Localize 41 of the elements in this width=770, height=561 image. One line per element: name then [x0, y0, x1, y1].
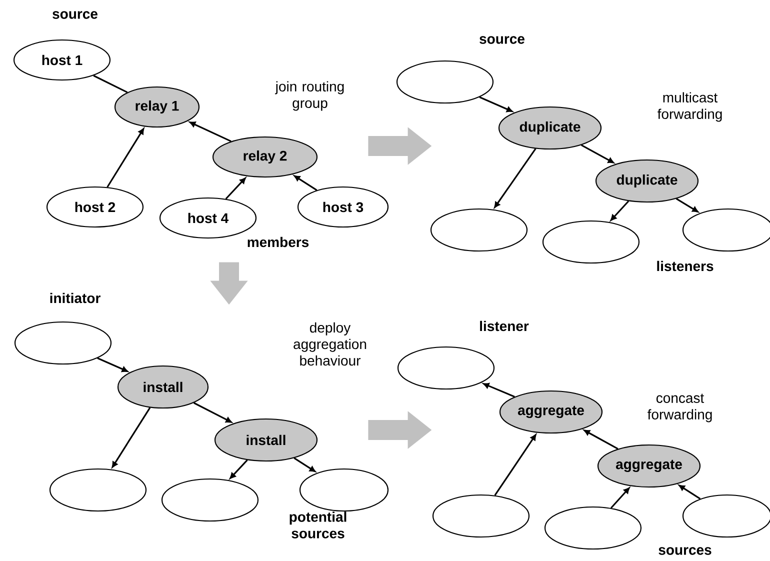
arrow	[584, 430, 618, 450]
arrow	[294, 457, 316, 472]
arrow	[230, 460, 248, 479]
arrow	[483, 382, 515, 398]
role-label: members	[248, 236, 309, 248]
role-label: initiator	[50, 292, 100, 304]
empty-ellipse	[542, 220, 640, 264]
arrow	[676, 198, 698, 212]
role-label: potential sources	[290, 512, 346, 538]
role-label: source	[480, 36, 524, 44]
arrow	[610, 487, 630, 509]
arrow	[294, 175, 318, 191]
empty-ellipse	[396, 60, 494, 104]
empty-ellipse	[432, 494, 530, 538]
description-text: concast forwarding	[648, 394, 712, 422]
arrow	[193, 402, 232, 423]
role-label: listeners	[657, 260, 714, 272]
arrow	[494, 148, 536, 208]
description-text: multicast forwarding	[658, 92, 722, 122]
role-label: listener	[480, 320, 529, 332]
empty-ellipse	[14, 321, 112, 365]
arrow	[610, 200, 630, 221]
empty-ellipse	[544, 506, 642, 550]
arrow	[106, 128, 144, 188]
empty-ellipse	[49, 468, 147, 512]
arrow	[678, 484, 701, 500]
arrow	[580, 144, 614, 164]
arrow	[479, 96, 513, 112]
arrow	[112, 407, 151, 468]
arrow	[97, 357, 128, 372]
role-label: source	[52, 11, 98, 19]
empty-ellipse	[161, 478, 259, 522]
role-label: sources	[658, 547, 712, 555]
empty-ellipse	[299, 468, 389, 512]
empty-ellipse	[397, 346, 495, 390]
arrow	[225, 178, 246, 200]
description-text: deploy aggregation behaviour	[294, 322, 366, 366]
arrow	[190, 122, 232, 142]
description-text: join routing group	[275, 81, 344, 111]
empty-ellipse	[430, 208, 528, 252]
arrow	[494, 434, 536, 496]
